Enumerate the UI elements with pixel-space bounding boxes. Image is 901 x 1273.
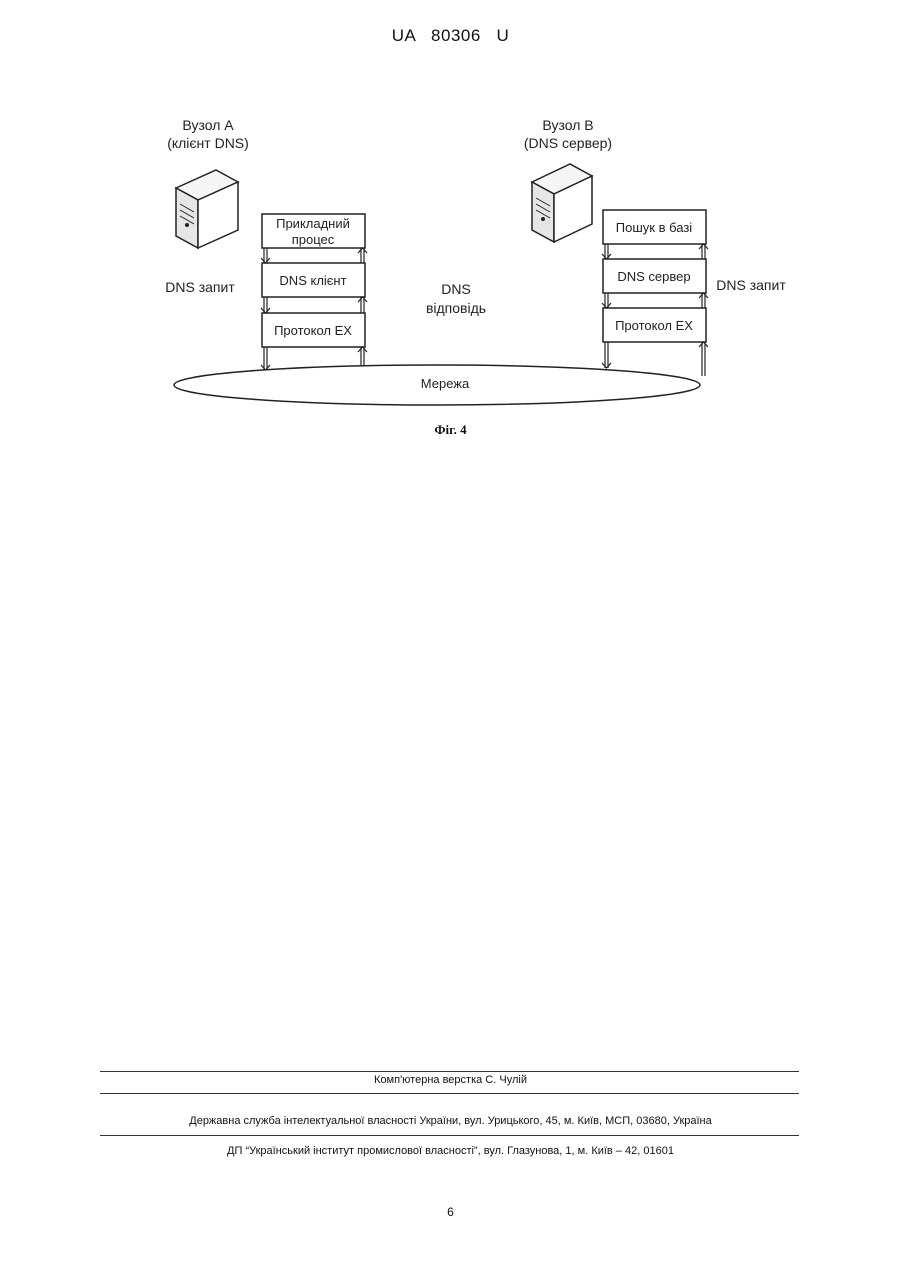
- computer-b-icon: [532, 164, 592, 242]
- dns-response-label-line2: відповідь: [426, 300, 486, 316]
- computer-a-icon: [176, 170, 238, 248]
- layout-credit: Комп'ютерна верстка С. Чулій: [0, 1074, 901, 1086]
- footer-divider-1: [100, 1071, 799, 1072]
- dns-response-label-line1: DNS: [441, 281, 471, 297]
- page-number: 6: [0, 1205, 901, 1219]
- agency-address: Державна служба інтелектуальної власност…: [0, 1115, 901, 1127]
- node-a-stack: Прикладний процес DNS клієнт Протокол ЕХ: [261, 214, 367, 370]
- application-process-label-line2: процес: [292, 232, 335, 247]
- document-number-header: UA 80306 U: [0, 26, 901, 46]
- application-process-label-line1: Прикладний: [276, 216, 350, 231]
- node-a-title: Вузол А: [182, 117, 234, 133]
- node-b-stack: Пошук в базі DNS сервер Протокол ЕХ: [602, 210, 708, 376]
- database-search-label: Пошук в базі: [616, 220, 693, 235]
- node-a-dns-request-label: DNS запит: [165, 279, 235, 295]
- node-b-title: Вузол В: [542, 117, 593, 133]
- institute-address: ДП “Український інститут промислової вла…: [0, 1145, 901, 1157]
- protocol-ex-a-label: Протокол ЕХ: [274, 323, 352, 338]
- node-a-subtitle: (клієнт DNS): [167, 135, 249, 151]
- node-b-subtitle: (DNS сервер): [524, 135, 612, 151]
- dns-diagram: Вузол А (клієнт DNS) Прикладний процес D…: [160, 108, 800, 418]
- node-b-dns-request-label: DNS запит: [716, 277, 786, 293]
- dns-server-label: DNS сервер: [617, 269, 690, 284]
- protocol-ex-b-label: Протокол ЕХ: [615, 318, 693, 333]
- figure-caption: Фіг. 4: [0, 422, 901, 438]
- dns-client-label: DNS клієнт: [279, 273, 346, 288]
- footer-divider-3: [100, 1135, 799, 1136]
- network-label: Мережа: [421, 376, 470, 391]
- footer-divider-2: [100, 1093, 799, 1094]
